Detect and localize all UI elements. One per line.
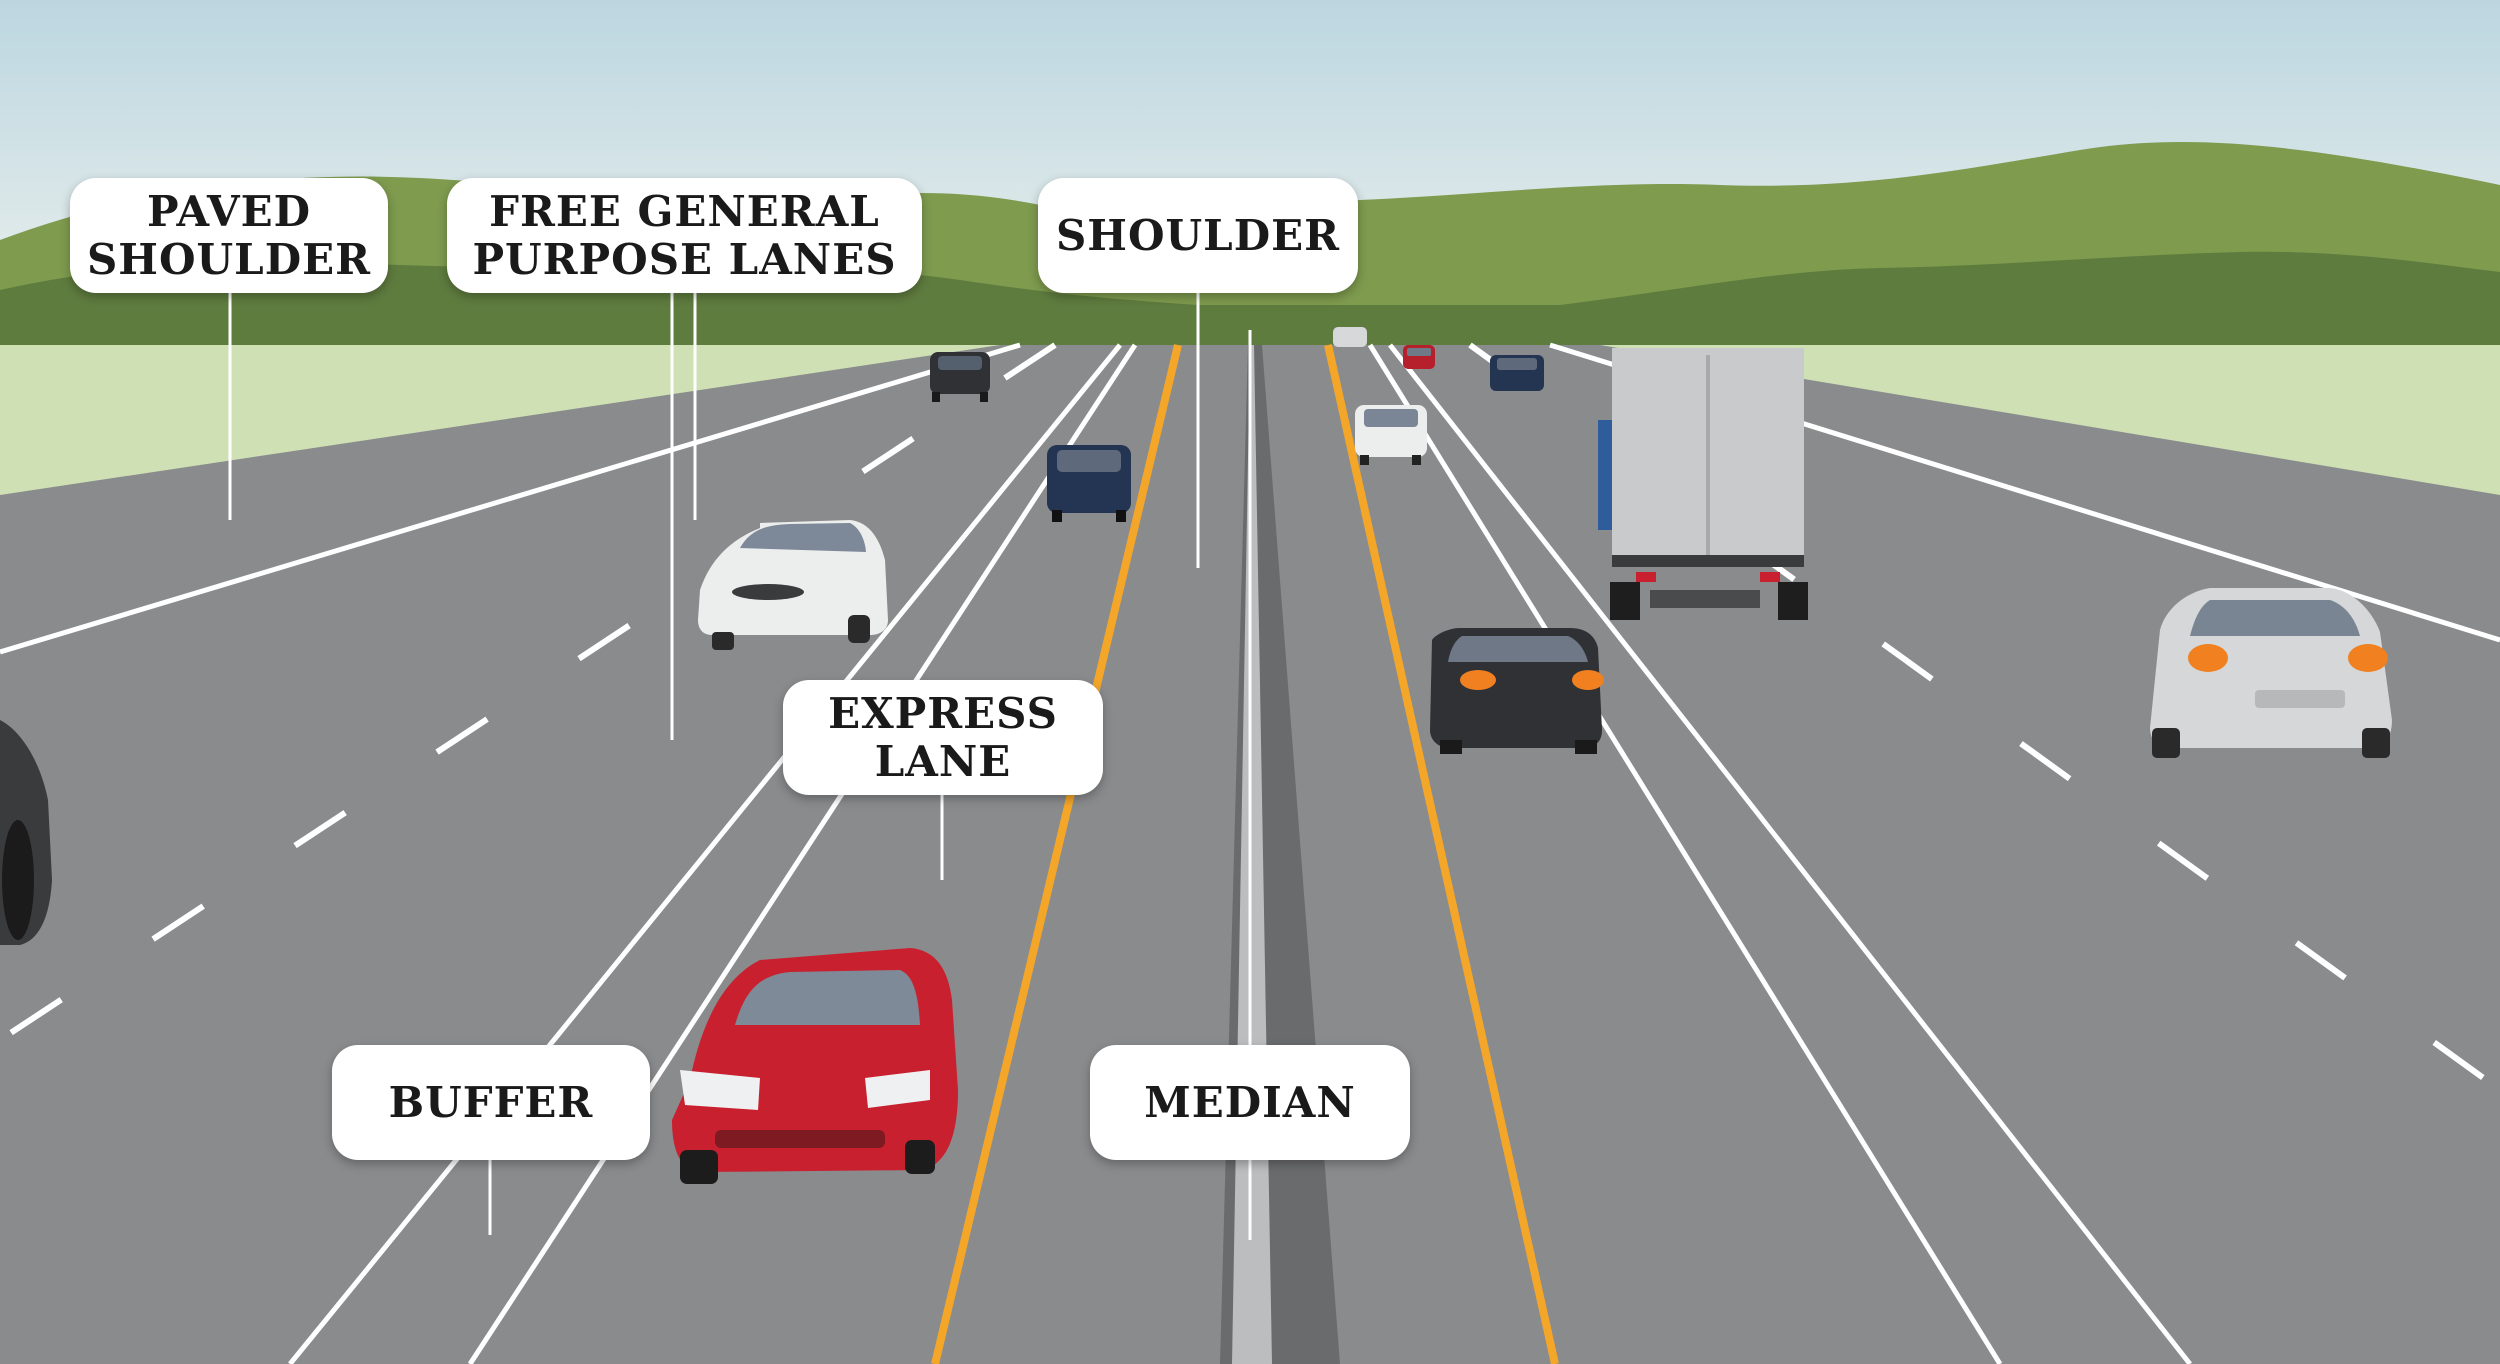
express-edge-left (931, 344, 1182, 1364)
car-black-right (1430, 628, 1604, 754)
car-navy-express (1047, 445, 1131, 522)
car-far-navy (1490, 355, 1544, 391)
label-express-lane: EXPRESS LANE (783, 680, 1103, 795)
express-edge-right (1324, 344, 1559, 1364)
lane-divider-dashed (0, 342, 1057, 1043)
label-free-general-purpose-lanes: FREE GENERAL PURPOSE LANES (447, 178, 922, 293)
car-far-silver (1333, 327, 1367, 347)
label-paved-shoulder: PAVED SHOULDER (70, 178, 388, 293)
label-buffer: BUFFER (332, 1045, 650, 1160)
car-silver-right (2150, 588, 2392, 758)
car-white-small (1355, 405, 1427, 465)
car-far-black (930, 352, 990, 402)
buffer-line-3 (1367, 343, 2003, 1364)
label-median: MEDIAN (1090, 1045, 1410, 1160)
car-far-red (1403, 345, 1435, 369)
buffer-line-4 (1388, 343, 2192, 1364)
car-dark-left-edge (0, 720, 52, 945)
label-shoulder: SHOULDER (1038, 178, 1358, 293)
car-red (672, 948, 958, 1184)
buffer-line-2 (467, 343, 1138, 1364)
truck (1598, 348, 1808, 620)
buffer-line-1 (288, 343, 1122, 1364)
car-white-sedan (698, 520, 888, 650)
lane-edge-left-outer (0, 342, 1021, 655)
